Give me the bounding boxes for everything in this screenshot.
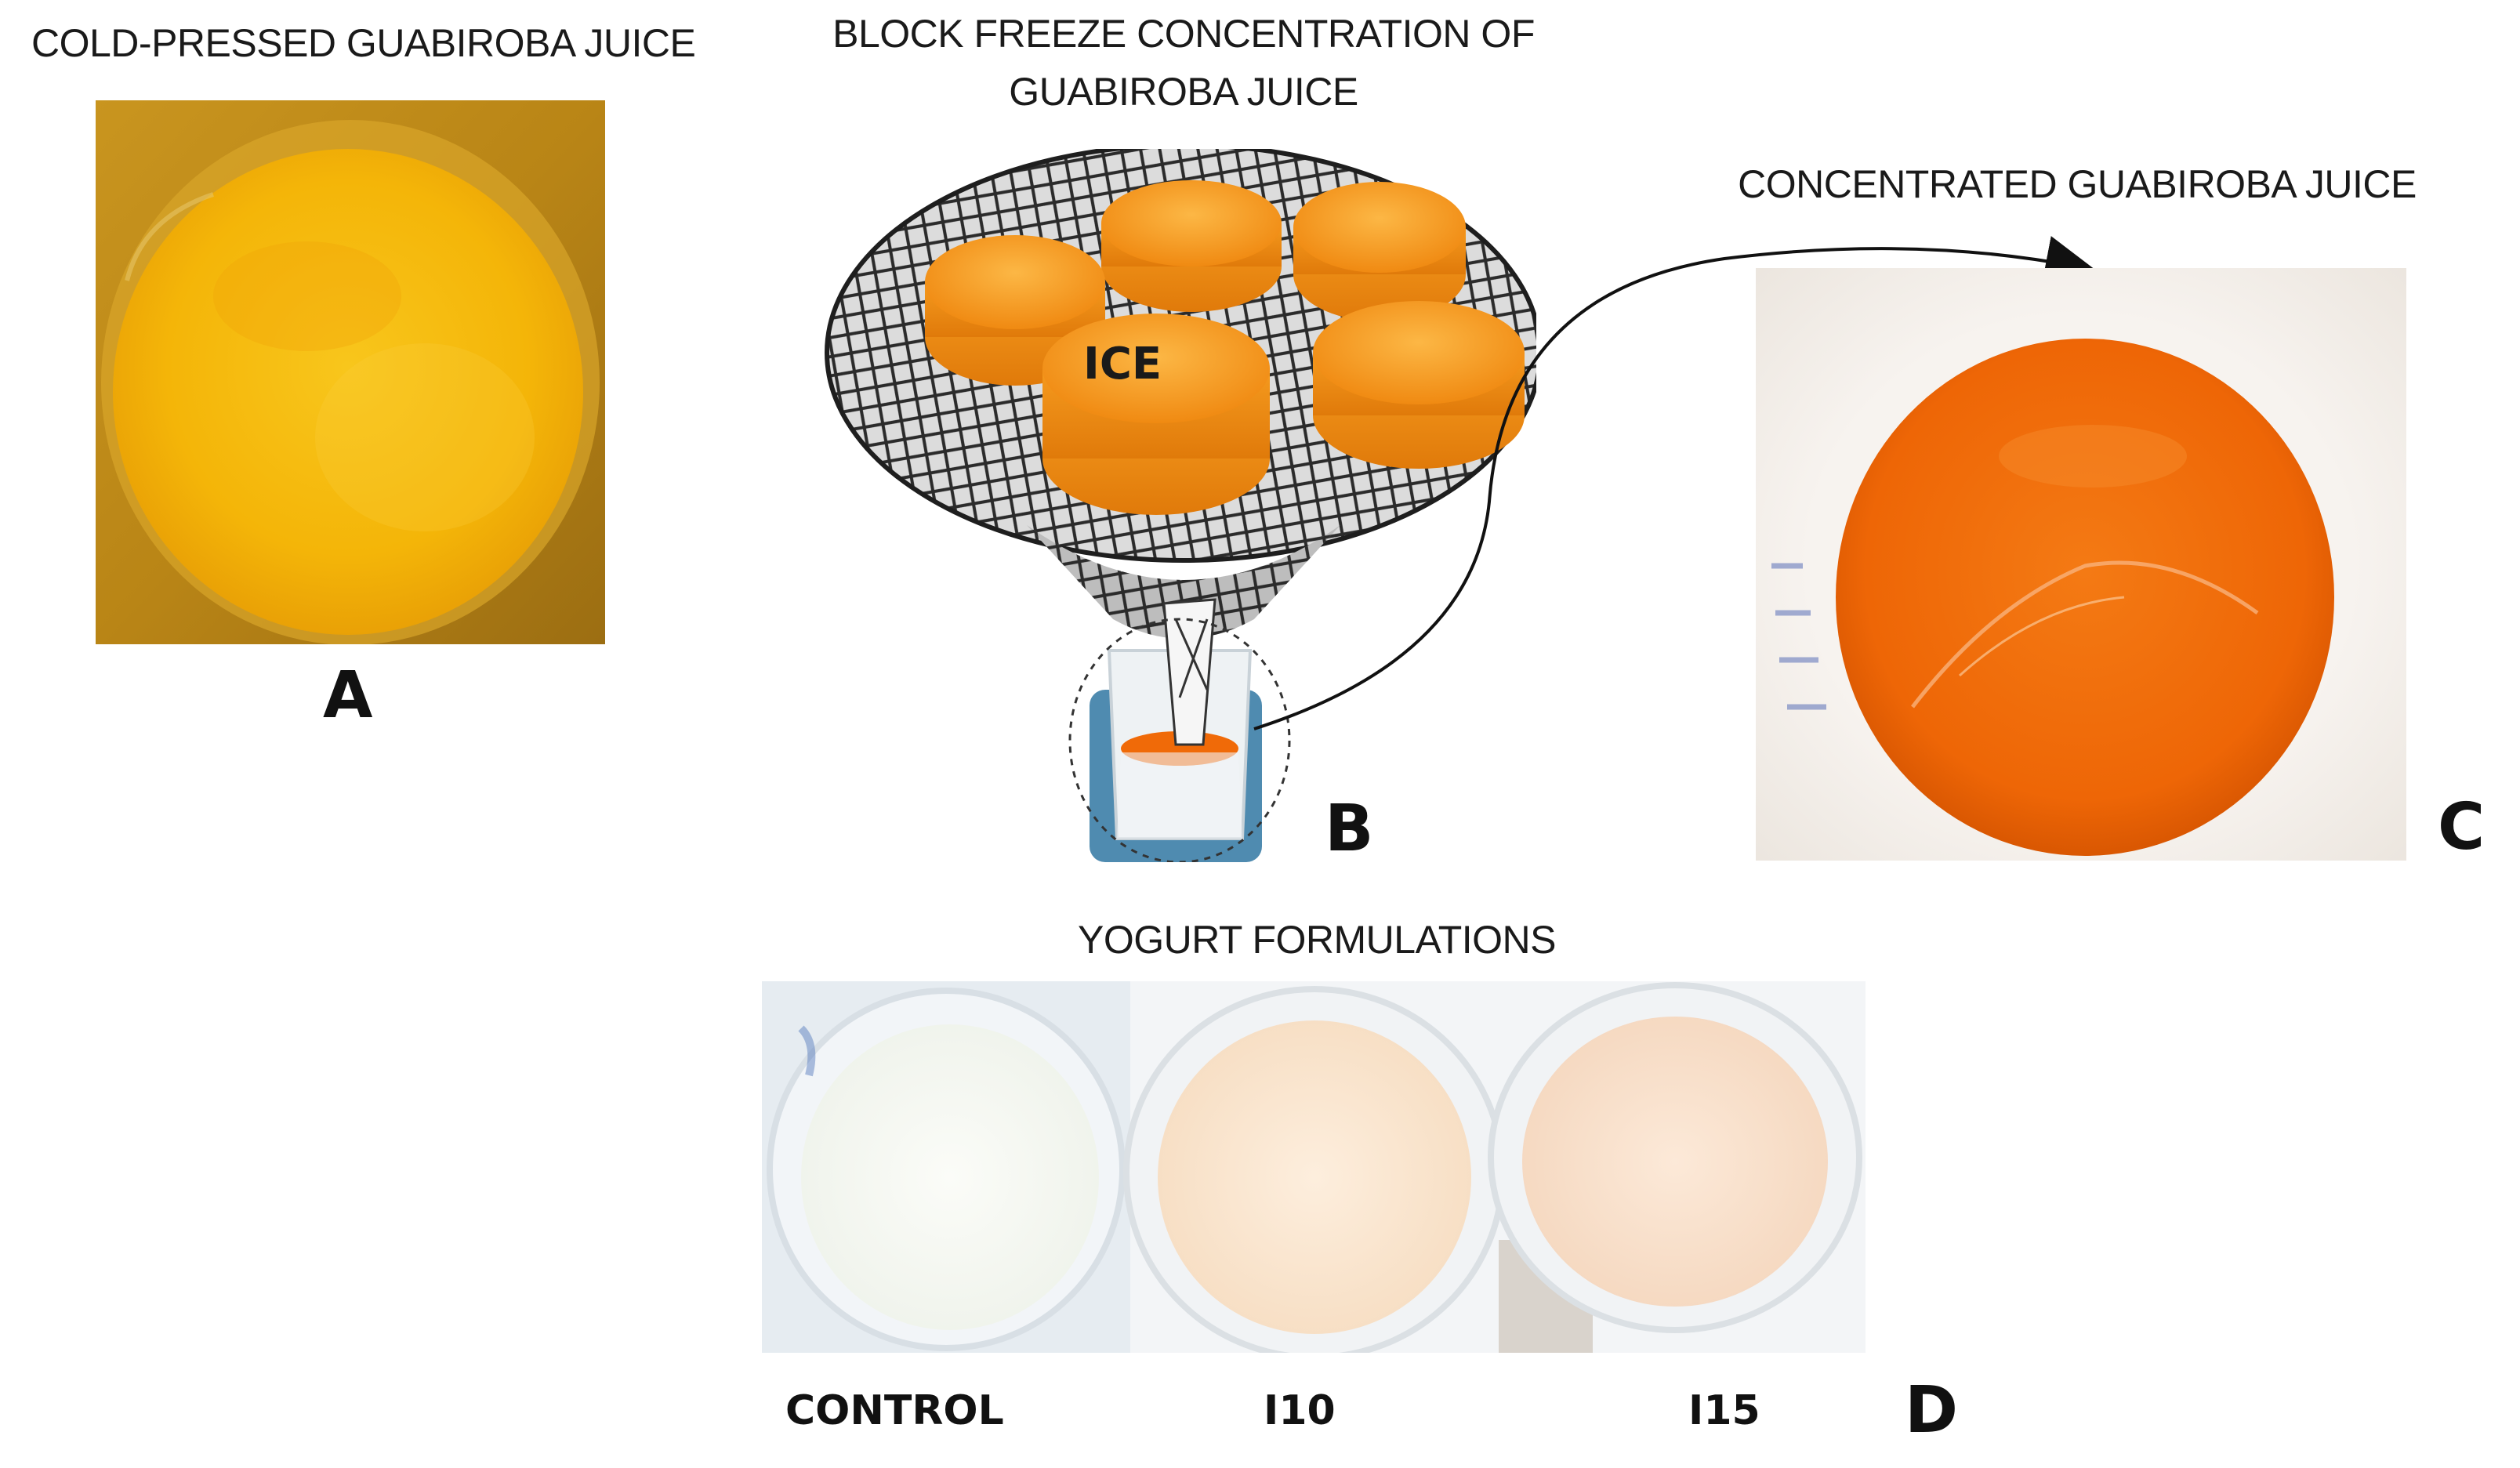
panel-a-letter: A	[323, 658, 373, 733]
panel-c-title: CONCENTRATED GUABIROBA JUICE	[1738, 162, 2417, 206]
panel-a-title: COLD-PRESSED GUABIROBA JUICE	[31, 21, 696, 65]
cup-label-control: CONTROL	[785, 1387, 1004, 1434]
panel-b-title-line1: BLOCK FREEZE CONCENTRATION OF	[832, 12, 1535, 56]
ice-block-5	[1042, 314, 1270, 515]
yogurt-formulations-photo	[762, 981, 1866, 1353]
panel-d-title: YOGURT FORMULATIONS	[1077, 918, 1557, 962]
ice-block-4	[1313, 301, 1525, 469]
panel-b-title-line2: GUABIROBA JUICE	[1009, 70, 1358, 114]
yogurt-cup-control	[762, 981, 1130, 1353]
concentrated-juice-photo	[1756, 268, 2406, 861]
panel-c-letter: C	[2438, 790, 2486, 864]
panel-d-letter: D	[1905, 1373, 1959, 1448]
ice-block-1	[1101, 180, 1282, 312]
block-freeze-photo	[815, 149, 1536, 862]
yogurt-cup-i10	[1123, 986, 1506, 1353]
cup-label-i15: I15	[1688, 1387, 1760, 1434]
panel-b-letter: B	[1325, 792, 1374, 866]
yogurt-cup-i15	[1488, 982, 1862, 1353]
ice-label: ICE	[1083, 339, 1162, 390]
arrow-b-to-c	[1253, 236, 2096, 730]
ice-block-2	[1293, 182, 1466, 321]
cold-pressed-juice-photo	[96, 100, 605, 644]
cup-label-i10: I10	[1264, 1387, 1336, 1434]
